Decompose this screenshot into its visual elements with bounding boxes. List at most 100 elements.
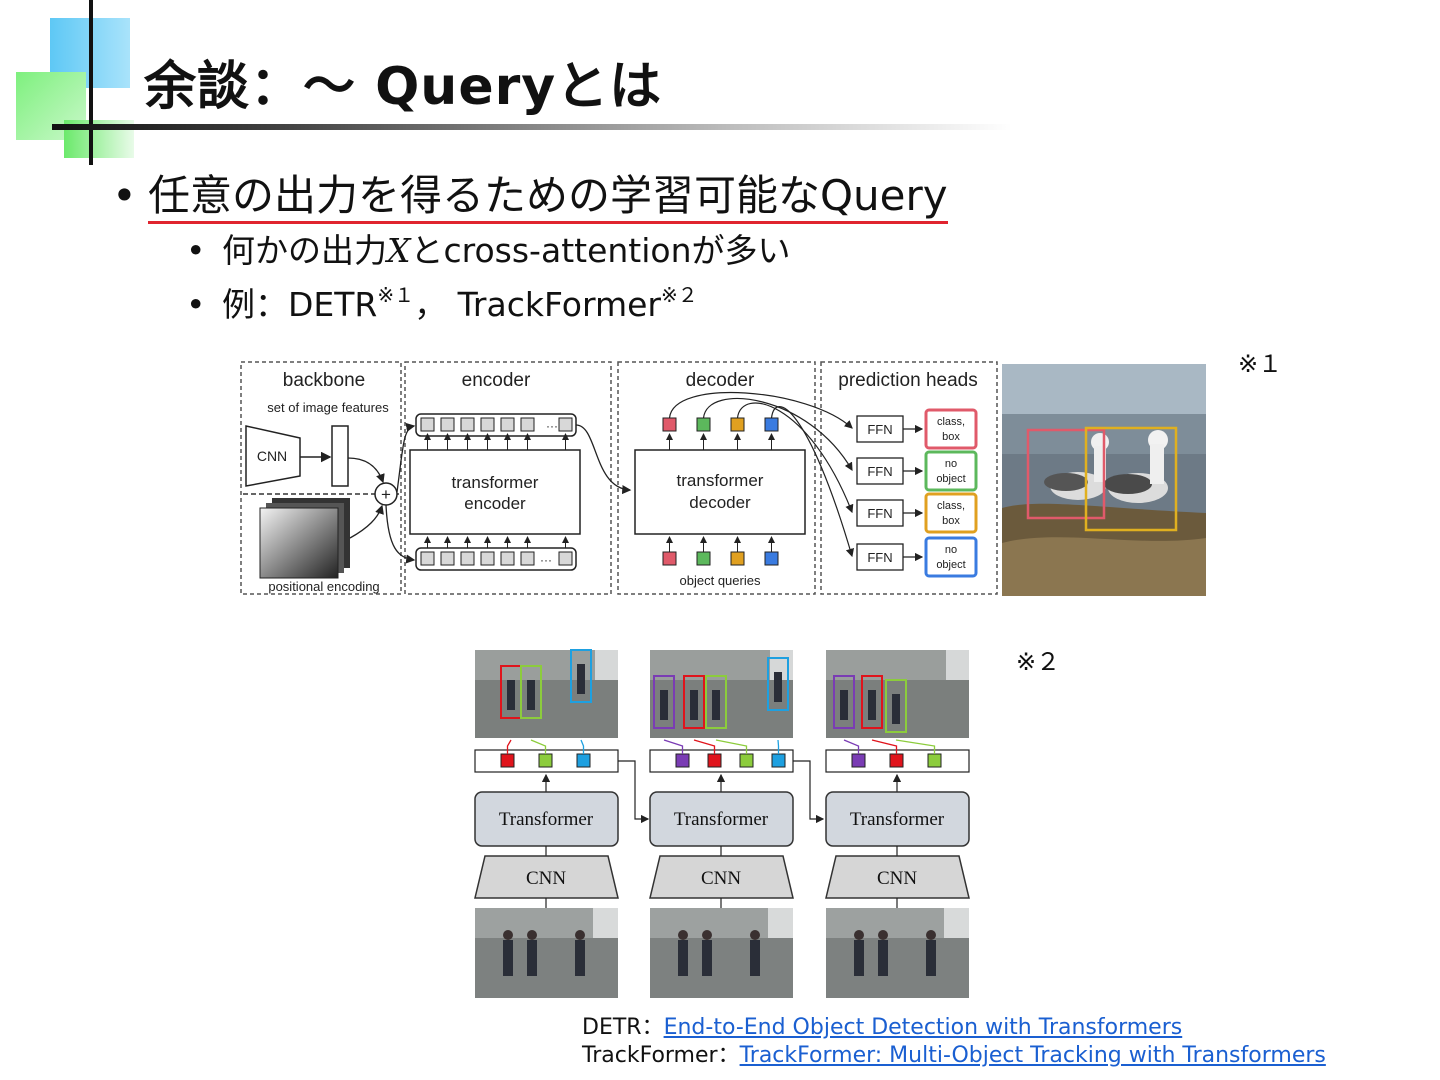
- decoder-label-line2: decoder: [689, 493, 751, 512]
- track-bounding-box: [570, 649, 592, 703]
- prediction-output-box: [924, 536, 978, 578]
- label-object-queries: object queries: [680, 573, 761, 588]
- transformer-decoder-box: [634, 449, 806, 535]
- encoder-input-token: [558, 551, 573, 566]
- track-query-token: [739, 753, 754, 768]
- transformer-label: Transformer: [674, 809, 769, 830]
- decoder-output-token: [662, 417, 677, 432]
- prediction-output-line2: box: [942, 515, 960, 527]
- reference-detr: DETR：End-to-End Object Detection with Tr…: [582, 1014, 1326, 1042]
- section-label-heads: prediction heads: [838, 370, 977, 391]
- cnn-trapezoid: [245, 425, 301, 487]
- transformer-label: Transformer: [499, 809, 594, 830]
- decoder-output-token: [764, 417, 779, 432]
- track-bounding-box: [653, 675, 675, 729]
- label-cnn: CNN: [257, 448, 287, 464]
- track-bounding-box: [705, 675, 727, 729]
- track-bounding-box: [767, 657, 789, 711]
- bullet-main: •任意の出力を得るための学習可能なQuery: [112, 162, 948, 224]
- section-label-encoder: encoder: [462, 370, 531, 391]
- object-query-token: [730, 551, 745, 566]
- ffn-label: FFN: [867, 550, 892, 565]
- encoder-input-tokens: [415, 547, 577, 571]
- bullet-sub-2-mid: ， TrackFormer: [414, 285, 661, 324]
- track-bounding-box: [520, 665, 542, 719]
- encoder-bottom-dots: ···: [540, 553, 552, 567]
- encoder-output-token: [440, 417, 455, 432]
- prediction-output-line2: box: [942, 431, 960, 443]
- cnn-block: [649, 855, 794, 899]
- prediction-output-box: [924, 408, 978, 450]
- reference-trackformer-label: TrackFormer：: [582, 1043, 740, 1068]
- track-query-token: [927, 753, 942, 768]
- decor-vertical-line: [89, 0, 93, 165]
- prediction-output-line1: no: [945, 544, 957, 556]
- cnn-block: [825, 855, 970, 899]
- prediction-output-line1: no: [945, 458, 957, 470]
- label-positional-encoding: positional encoding: [268, 579, 379, 594]
- encoder-output-token: [420, 417, 435, 432]
- trackformer-architecture-figure: TransformerCNNTransformerCNNTransformerC…: [474, 649, 970, 998]
- ffn-label: FFN: [867, 464, 892, 479]
- section-label-backbone: backbone: [283, 370, 365, 391]
- track-query-token: [500, 753, 515, 768]
- track-bounding-box: [861, 675, 883, 729]
- reference-detr-link[interactable]: End-to-End Object Detection with Transfo…: [663, 1015, 1183, 1040]
- encoder-label-line1: transformer: [452, 473, 539, 492]
- add-node-symbol: +: [381, 485, 391, 504]
- track-query-token: [771, 753, 786, 768]
- bullet-sub-1-pre: 何かの出力: [222, 231, 387, 270]
- track-query-token: [707, 753, 722, 768]
- bullet-sub-1: •何かの出力Xとcross-attentionが多い: [186, 224, 791, 272]
- bullet-dot: •: [186, 285, 206, 324]
- figure-1-mark: ※１: [1238, 350, 1283, 378]
- math-variable-x: X: [387, 231, 411, 270]
- bullet-main-text: 任意の出力を得るための学習可能なQuery: [148, 171, 948, 224]
- bullet-dot: •: [186, 231, 206, 270]
- reference-detr-label: DETR：: [582, 1015, 664, 1040]
- track-bounding-box: [683, 675, 705, 729]
- prediction-output-line2: object: [936, 559, 965, 571]
- track-query-token: [851, 753, 866, 768]
- reference-trackformer-link[interactable]: TrackFormer: Multi-Object Tracking with …: [739, 1043, 1326, 1068]
- track-query-token: [576, 753, 591, 768]
- encoder-input-token: [500, 551, 515, 566]
- footnote-mark-1: ※１: [377, 283, 415, 307]
- cnn-block: [474, 855, 619, 899]
- encoder-output-token: [480, 417, 495, 432]
- heads-section-box: [820, 361, 998, 595]
- track-query-token: [889, 753, 904, 768]
- cnn-label: CNN: [701, 868, 741, 889]
- prediction-output-line1: class,: [937, 416, 965, 428]
- object-query-token: [764, 551, 779, 566]
- decoder-output-token: [730, 417, 745, 432]
- track-query-token: [538, 753, 553, 768]
- encoder-output-token: [500, 417, 515, 432]
- encoder-label-line2: encoder: [464, 494, 526, 513]
- title-underline-rule: [52, 124, 1012, 130]
- transformer-label: Transformer: [850, 809, 945, 830]
- encoder-output-token: [558, 417, 573, 432]
- encoder-output-token: [460, 417, 475, 432]
- track-bounding-box: [833, 675, 855, 729]
- object-query-token: [662, 551, 677, 566]
- encoder-input-token: [460, 551, 475, 566]
- ffn-label: FFN: [867, 506, 892, 521]
- bullet-dot: •: [112, 171, 137, 220]
- feature-map: [331, 425, 349, 487]
- encoder-input-token: [480, 551, 495, 566]
- encoder-top-dots: ···: [546, 419, 558, 433]
- encoder-section-box: [404, 361, 612, 595]
- encoder-input-token: [520, 551, 535, 566]
- slide-title: 余談：～ Queryとは: [144, 57, 663, 117]
- ffn-box: [856, 499, 904, 527]
- object-query-token: [696, 551, 711, 566]
- prediction-output-box: [924, 450, 978, 492]
- track-query-token: [675, 753, 690, 768]
- figure-2-mark: ※２: [1016, 648, 1061, 676]
- ffn-box: [856, 543, 904, 571]
- references: DETR：End-to-End Object Detection with Tr…: [582, 1014, 1326, 1070]
- encoder-input-token: [440, 551, 455, 566]
- decoder-section-box: [617, 361, 816, 595]
- ffn-box: [856, 415, 904, 443]
